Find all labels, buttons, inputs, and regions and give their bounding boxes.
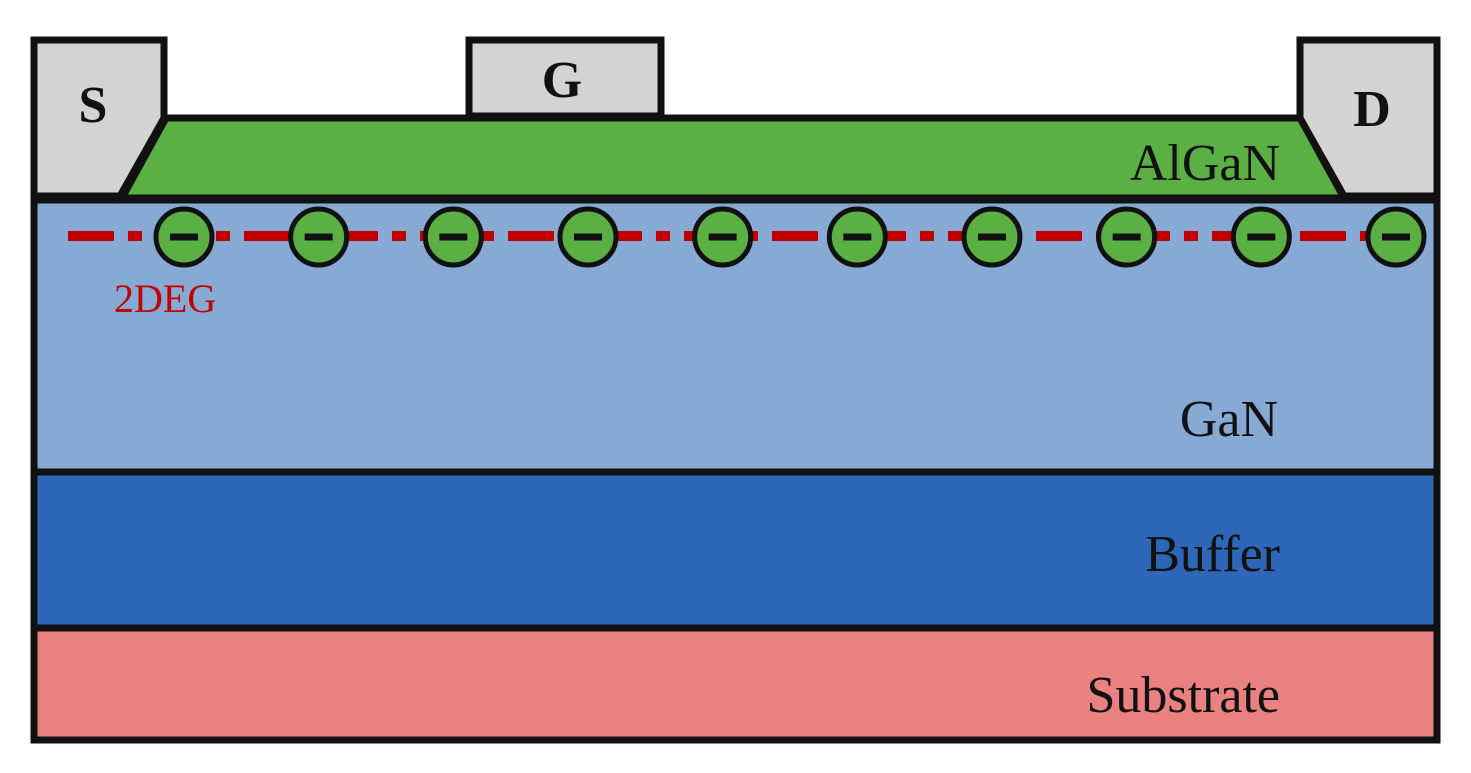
- electron-minus-icon: [961, 206, 1023, 268]
- electron-minus-icon: [557, 206, 619, 268]
- electron-minus-icon: [153, 206, 215, 268]
- gate-label: G: [542, 52, 582, 109]
- electron-minus-icon: [1230, 206, 1292, 268]
- substrate-label: Substrate: [1086, 667, 1280, 724]
- gan-label: GaN: [1180, 391, 1278, 448]
- drain-contact: [1296, 36, 1441, 200]
- electron-minus-icon: [288, 206, 350, 268]
- source-label: S: [79, 77, 108, 134]
- 2deg-label: 2DEG: [114, 276, 216, 321]
- electron-minus-icon: [692, 206, 754, 268]
- gate-contact: [465, 36, 665, 120]
- electron-group: [153, 206, 1427, 268]
- substrate-layer: [30, 624, 1441, 744]
- algan-layer: [116, 114, 1350, 202]
- electron-minus-icon: [422, 206, 484, 268]
- drain-label: D: [1353, 81, 1391, 138]
- buffer-layer: [30, 468, 1441, 632]
- algan-label: AlGaN: [1130, 135, 1280, 192]
- electron-minus-icon: [1365, 206, 1427, 268]
- electron-minus-icon: [826, 206, 888, 268]
- buffer-label: Buffer: [1145, 526, 1280, 583]
- electron-minus-icon: [1096, 206, 1158, 268]
